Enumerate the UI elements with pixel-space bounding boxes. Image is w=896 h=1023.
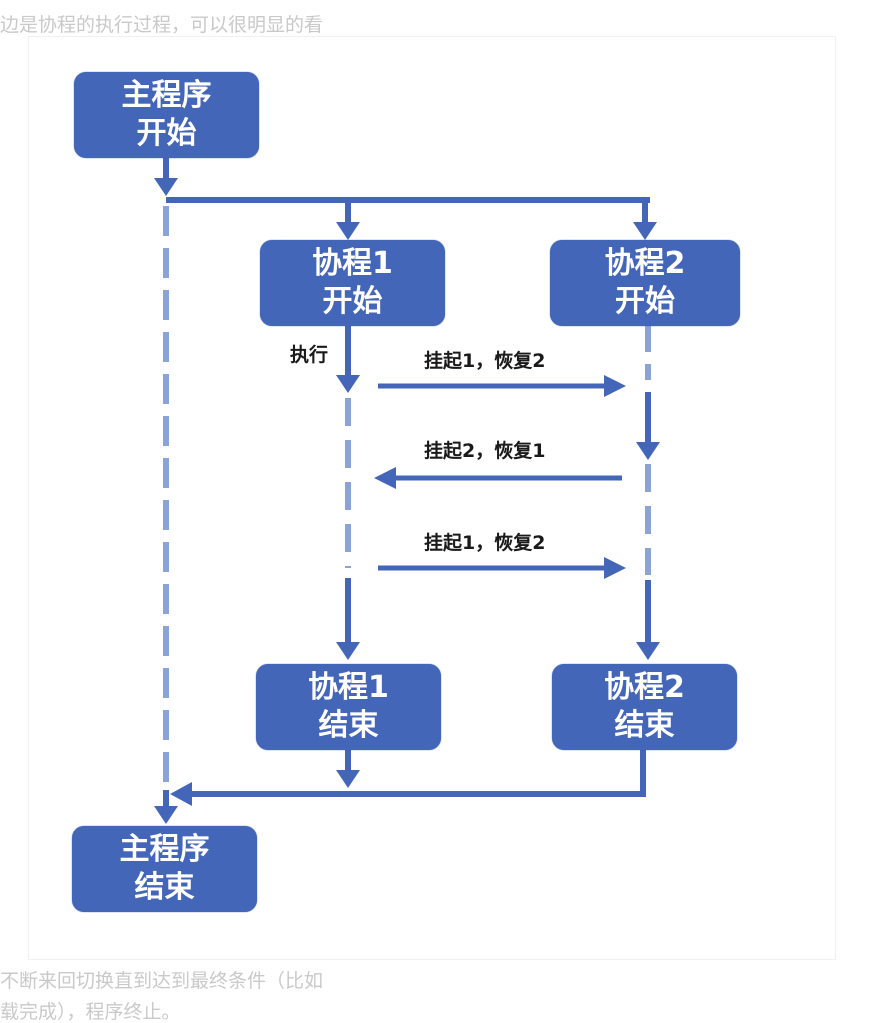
co1-resume-arrowhead [336,642,360,660]
msg2-arrowhead [374,467,396,489]
execute-label: 执行 [290,344,329,366]
main-start-arrowhead [154,178,178,196]
main-end-node: 主程序 结束 [72,826,257,912]
main-start-node: 主程序 开始 [74,72,259,158]
co2-start-line2: 开始 [615,284,675,319]
msg3-arrowhead [604,557,626,579]
background-text-bottom-1: 不断来回切换直到达到最终条件（比如 [0,970,324,992]
msg1-arrowhead [604,375,626,397]
co2-resume-arrowhead [636,642,660,660]
message1-label: 挂起1，恢复2 [424,350,546,372]
main-end-arrowhead [154,806,178,824]
co2-end-line2: 结束 [614,708,675,743]
main-end-line1: 主程序 [119,832,210,867]
main-end-line2: 结束 [134,870,195,905]
coroutine2-start-node: 协程2 开始 [550,240,740,326]
to-co1-start-arrowhead [336,222,360,240]
message3-label: 挂起1，恢复2 [424,532,546,554]
background-text-top: 边是协程的执行过程，可以很明显的看 [0,14,324,36]
co2-end-line1: 协程2 [604,670,685,705]
co1-start-line1: 协程1 [312,246,393,281]
co1-end-line1: 协程1 [308,670,389,705]
main-start-line1: 主程序 [121,78,212,113]
co1-end-line2: 结束 [318,708,379,743]
message2-label: 挂起2，恢复1 [424,440,546,462]
coroutine2-end-node: 协程2 结束 [552,664,737,750]
main-start-line2: 开始 [136,116,197,151]
coroutine1-start-node: 协程1 开始 [260,240,445,326]
co2-start-line1: 协程2 [604,246,686,281]
background-text-bottom-2: 载完成），程序终止。 [0,1001,181,1023]
co1-start-line2: 开始 [322,284,383,319]
co2-exec-arrowhead [636,442,660,460]
co1-end-arrowhead [336,770,360,788]
to-co2-start-arrowhead [633,222,657,240]
coroutine1-end-node: 协程1 结束 [256,664,441,750]
co1-exec-arrowhead [336,375,360,393]
return-arrowhead [170,782,192,806]
